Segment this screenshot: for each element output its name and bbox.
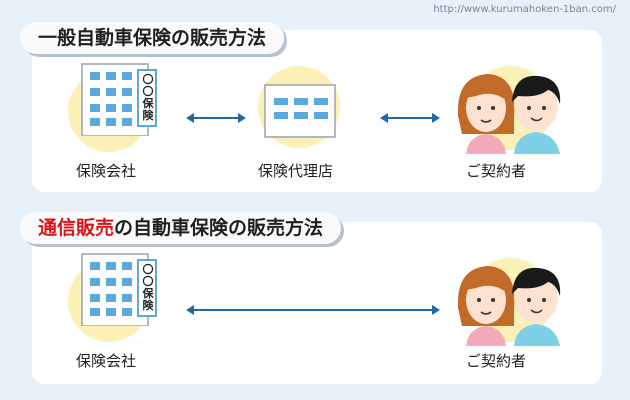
section-mailorder-title-rest: の自動車保険の販売方法 <box>114 217 324 239</box>
arrow-agency-customer-icon <box>380 113 440 123</box>
label-customer-mailorder: ご契約者 <box>466 352 527 370</box>
arrow-company-agency-icon <box>186 113 246 123</box>
section-general-title: 一般自動車保険の販売方法 <box>20 22 285 54</box>
office-building-icon <box>81 63 157 136</box>
site-url: http://www.kurumahoken-1ban.com/ <box>433 4 616 15</box>
agency-office-icon <box>264 84 336 138</box>
office-building-icon <box>81 253 157 326</box>
label-insurance-agency: 保険代理店 <box>258 162 334 180</box>
label-insurance-company: 保険会社 <box>76 162 137 180</box>
customer-couple-icon <box>457 258 561 346</box>
section-mailorder-title: 通信販売の自動車保険の販売方法 <box>20 212 342 244</box>
section-general-title-text: 一般自動車保険の販売方法 <box>38 27 267 49</box>
arrow-company-customer-icon <box>186 305 440 315</box>
label-customer: ご契約者 <box>466 162 527 180</box>
company-sign-text: 〇〇保険 <box>142 263 154 312</box>
label-insurance-company-mailorder: 保険会社 <box>76 352 137 370</box>
customer-couple-icon <box>457 66 561 154</box>
company-sign-text: 〇〇保険 <box>142 73 154 122</box>
section-mailorder-title-highlight: 通信販売 <box>38 217 115 239</box>
